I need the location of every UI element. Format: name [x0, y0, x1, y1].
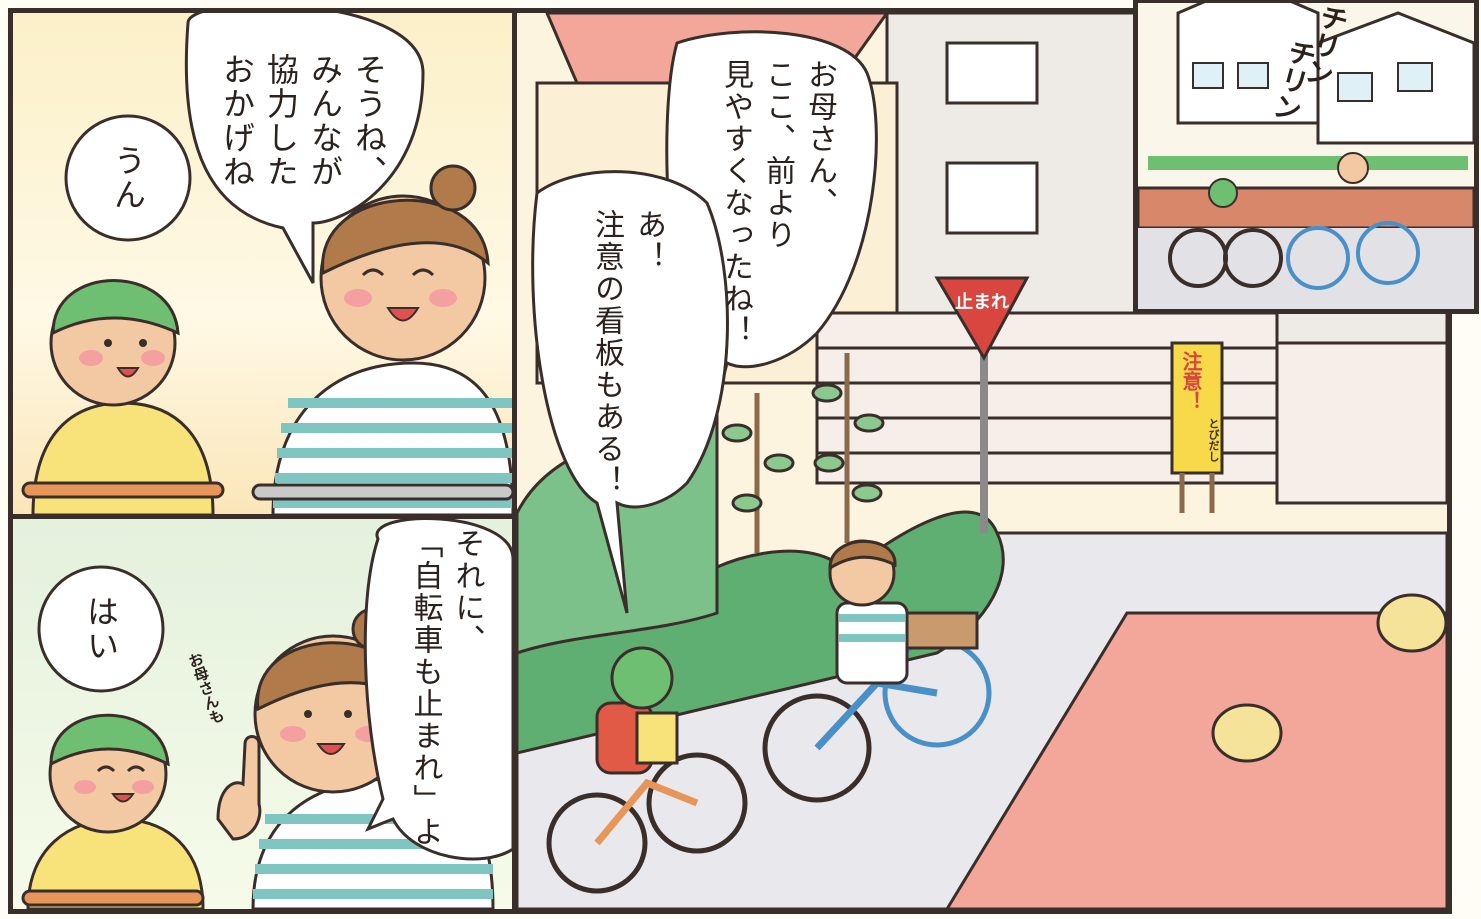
panel-3: お母さん、 ここ、前より 見やすくなったね！ あ！ 注意の看板もある！ 止まれ …	[512, 8, 1452, 914]
mother-on-bicycle	[762, 539, 992, 803]
pink-road-area	[945, 611, 1447, 909]
child-speech-bubble-2: はい	[82, 595, 120, 663]
fence	[815, 311, 1447, 505]
mother-figure	[271, 164, 513, 515]
panel-1-scene	[21, 13, 513, 515]
child-on-bicycle	[546, 646, 748, 894]
stop-sign-text: 止まれ	[955, 292, 1009, 313]
panel-2-scene	[21, 519, 513, 909]
trees	[721, 353, 885, 553]
stop-sign	[934, 276, 1030, 533]
panel-2: それに、 「自転車も止まれ」よ はい お母さんも	[8, 514, 518, 914]
birds	[1211, 593, 1447, 763]
child-speech-bubble-1: うん	[109, 144, 147, 212]
caution-sign-subtext: とびだし	[1207, 418, 1220, 462]
inset-panel: チリン チリン	[1133, 0, 1479, 314]
child-speech-bubble-4: あ！ 注意の看板もある！	[589, 209, 666, 497]
panel-1: そうね、 みんなが 協力した おかげね うん	[8, 8, 518, 520]
mother-speech-bubble-1: そうね、 みんなが 協力した おかげね	[218, 53, 388, 189]
child-speech-bubble-3: お母さん、 ここ、前より 見やすくなったね！	[718, 59, 837, 347]
panel-3-scene	[517, 13, 1447, 909]
mother-speech-bubble-2: それに、 「自転車も止まれ」よ	[407, 528, 485, 848]
child-figure-2	[26, 713, 205, 909]
caution-sign-text: 注意！	[1179, 351, 1203, 411]
caution-sign	[1170, 341, 1224, 513]
child-figure	[31, 279, 215, 515]
inset-scene	[1138, 3, 1474, 309]
